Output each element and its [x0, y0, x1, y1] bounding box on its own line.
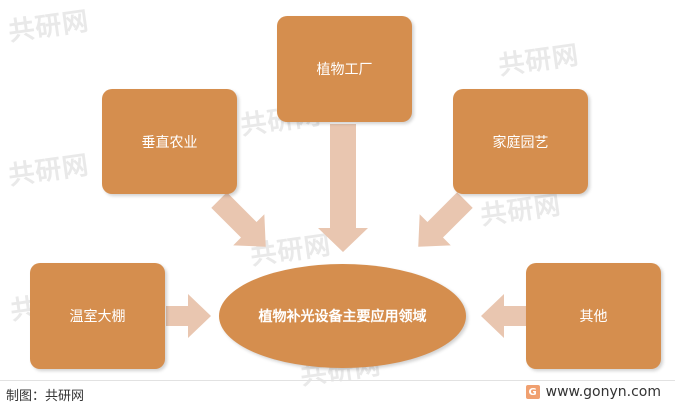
website-link[interactable]: G www.gonyn.com — [525, 384, 661, 400]
arrow-right — [481, 294, 526, 338]
arrow-upper-right — [418, 192, 473, 247]
footer-divider — [0, 380, 675, 381]
node-other: 其他 — [526, 263, 661, 369]
arrow-upper-left — [211, 192, 266, 247]
website-text: www.gonyn.com — [545, 384, 661, 400]
source-label: 制图：共研网 — [6, 389, 85, 404]
arrow-top — [318, 124, 368, 252]
gonyn-logo-icon: G — [525, 385, 540, 399]
center-node: 植物补光设备主要应用领域 — [219, 264, 466, 368]
node-greenhouse: 温室大棚 — [30, 263, 165, 369]
node-plant-factory: 植物工厂 — [277, 16, 412, 122]
node-home-gardening: 家庭园艺 — [453, 89, 588, 194]
arrow-left — [166, 294, 211, 338]
node-vertical-farming: 垂直农业 — [102, 89, 237, 194]
